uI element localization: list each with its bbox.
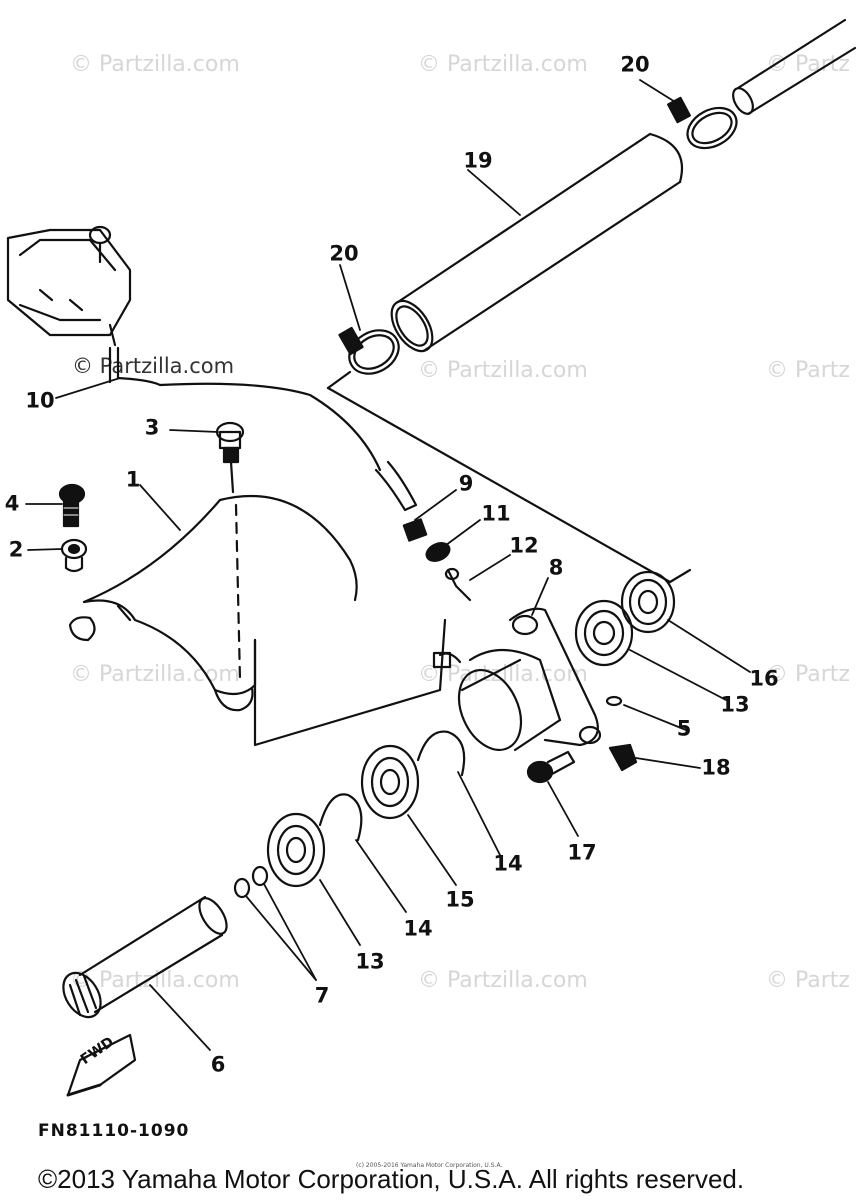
o-ring-5 bbox=[605, 695, 623, 707]
watermark: © Partzilla.com bbox=[418, 52, 588, 77]
hose-tube bbox=[390, 132, 684, 353]
diagram-code: FN81110-1090 bbox=[38, 1121, 190, 1141]
watermark: © Partzilla.com bbox=[418, 968, 588, 993]
bolt-4 bbox=[58, 483, 86, 528]
callout-7: 7 bbox=[314, 983, 330, 1008]
fitting-9 bbox=[402, 518, 428, 542]
o-rings-7 bbox=[233, 865, 269, 899]
nut-2 bbox=[60, 538, 88, 573]
callout-3: 3 bbox=[144, 415, 160, 440]
water-hose bbox=[108, 346, 418, 512]
callout-19: 19 bbox=[463, 148, 493, 173]
bolt-17 bbox=[526, 750, 576, 784]
fwd-arrow-icon bbox=[66, 1033, 137, 1097]
ball-bearing-15 bbox=[360, 744, 420, 820]
engine-mount bbox=[6, 225, 132, 347]
circlip-14-lower bbox=[318, 793, 363, 842]
callout-14-upper: 14 bbox=[493, 851, 523, 876]
callout-9: 9 bbox=[458, 471, 474, 496]
callout-12: 12 bbox=[509, 533, 539, 558]
grease-nipple bbox=[215, 421, 245, 494]
watermark: © Partz bbox=[766, 662, 850, 687]
drive-shaft-upper bbox=[732, 18, 857, 116]
callout-13-upper: 13 bbox=[720, 692, 750, 717]
watermark: © Partz bbox=[766, 968, 850, 993]
callout-2: 2 bbox=[8, 537, 24, 562]
watermark: © Partz bbox=[766, 52, 850, 77]
callout-14-lower: 14 bbox=[403, 916, 433, 941]
copyright-notice: ©2013 Yamaha Motor Corporation, U.S.A. A… bbox=[38, 1164, 745, 1194]
bearing-housing bbox=[432, 607, 602, 752]
watermark: © Partzilla.com bbox=[70, 52, 240, 77]
callout-18: 18 bbox=[701, 755, 731, 780]
ball-bearing-13-lower bbox=[266, 812, 326, 888]
callout-10: 10 bbox=[25, 388, 55, 413]
bearing-cover bbox=[68, 494, 447, 747]
tiny-credit: (c) 2005-2016 Yamaha Motor Corporation, … bbox=[356, 1162, 503, 1169]
callout-13-lower: 13 bbox=[355, 949, 385, 974]
callout-6: 6 bbox=[210, 1052, 226, 1077]
callout-11: 11 bbox=[481, 501, 511, 526]
callout-17: 17 bbox=[567, 840, 597, 865]
drive-shaft bbox=[62, 895, 228, 1019]
hose-clamp-lower bbox=[338, 326, 400, 375]
hose-clamp-upper bbox=[667, 96, 738, 150]
oil-seal-16 bbox=[620, 570, 676, 634]
fitting-12 bbox=[444, 567, 472, 602]
callout-4: 4 bbox=[4, 491, 20, 516]
callout-20-lower: 20 bbox=[329, 241, 359, 266]
leader-line bbox=[326, 386, 672, 584]
watermark: © Partzilla.com bbox=[418, 358, 588, 383]
callout-16: 16 bbox=[749, 666, 779, 691]
ball-bearing-13-upper bbox=[574, 599, 634, 667]
callout-8: 8 bbox=[548, 555, 564, 580]
watermark: © Partz bbox=[766, 358, 850, 383]
watermark-dark: © Partzilla.com bbox=[72, 354, 235, 378]
callout-5: 5 bbox=[676, 716, 692, 741]
lock-washer-18 bbox=[608, 743, 638, 772]
callout-20-upper: 20 bbox=[620, 52, 650, 77]
leader-lines bbox=[25, 79, 751, 1051]
callout-1: 1 bbox=[125, 467, 141, 492]
circlip-14-upper bbox=[416, 730, 466, 777]
callout-15: 15 bbox=[445, 887, 475, 912]
watermark: © Partzilla.com bbox=[70, 968, 240, 993]
